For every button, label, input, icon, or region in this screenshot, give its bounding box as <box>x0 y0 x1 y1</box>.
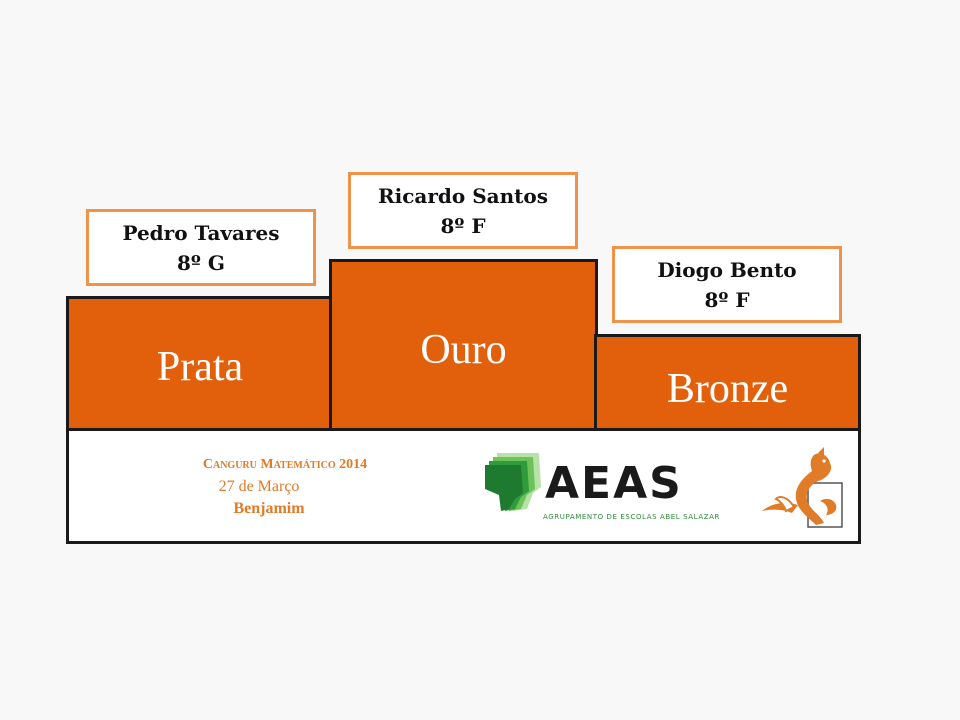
bronze-step-label: Bronze <box>666 365 789 412</box>
contest-date: 27 de Março <box>218 478 300 495</box>
kangaroo-logo-icon <box>762 447 843 528</box>
aeas-logo-subtext: AGRUPAMENTO DE ESCOLAS ABEL SALAZAR <box>543 513 720 521</box>
contest-level: Benjamim <box>233 500 305 517</box>
gold-step-label: Ouro <box>420 327 507 373</box>
bronze-winner-box: Diogo Bento 8º F <box>612 246 842 323</box>
silver-winner-class: 8º G <box>177 250 225 275</box>
silver-winner-name: Pedro Tavares <box>122 220 280 245</box>
gold-winner-name: Ricardo Santos <box>378 183 548 208</box>
bronze-winner-class: 8º F <box>704 287 750 312</box>
contest-title: Canguru Matemático 2014 <box>202 457 368 472</box>
podium-base: Canguru Matemático 2014 27 de Março Benj… <box>66 428 861 544</box>
gold-winner-box: Ricardo Santos 8º F <box>348 172 578 249</box>
gold-step: Ouro <box>329 259 598 430</box>
silver-step-label: Prata <box>156 343 244 390</box>
gold-winner-class: 8º F <box>440 213 486 238</box>
bronze-winner-name: Diogo Bento <box>657 257 797 282</box>
silver-step: Prata <box>66 296 334 430</box>
aeas-logo-icon <box>485 453 541 511</box>
aeas-logo-text: AEAS <box>545 458 683 509</box>
bronze-step: Bronze <box>594 334 861 430</box>
silver-winner-box: Pedro Tavares 8º G <box>86 209 316 286</box>
